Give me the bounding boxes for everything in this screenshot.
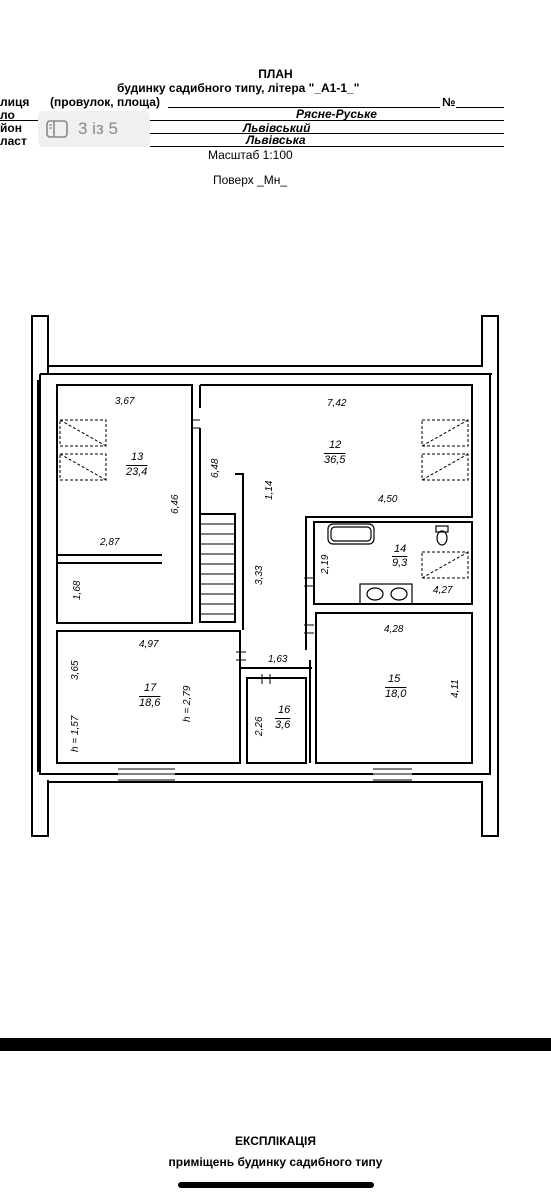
dim-4-97: 4,97 [139,639,159,650]
plan-title: ПЛАН [258,67,293,81]
region-value: Львівська [246,133,306,147]
dim-3-67: 3,67 [115,396,135,407]
district-value: Львівський [243,121,311,135]
district-row-label: йон [0,121,22,135]
dim-4-11: 4,11 [450,679,461,698]
dim-3-33: 3,33 [254,565,265,585]
page-indicator[interactable]: 3 із 5 [38,111,150,147]
room-14-area: 9,3 [392,557,408,569]
street-row-label: лиця [0,95,30,109]
explication-subtitle: приміщень будинку садибного типу [168,1155,383,1169]
dim-6-46: 6,46 [170,494,181,514]
region-row-label: ласт [0,134,27,148]
room-16-number: 16 [278,704,291,716]
village-row-label: ло [0,108,15,122]
floor-prefix: Поверх [213,173,258,187]
village-underline [0,120,504,121]
subtitle-suffix: " [353,81,360,95]
dim-h-2-79: h = 2,79 [182,685,193,722]
dim-2-87: 2,87 [100,537,120,548]
street-row-sub: (провулок, площа) [50,95,160,109]
dim-6-48: 6,48 [210,458,221,478]
dim-7-42: 7,42 [327,398,347,409]
dim-2-26: 2,26 [254,716,265,736]
dim-1-14: 1,14 [264,480,275,500]
number-label: № [442,95,456,109]
room-16-area: 3,6 [275,719,291,731]
room-15-number: 15 [388,673,401,685]
room-13-area: 23,4 [126,466,148,478]
sidebar-icon [46,120,68,138]
room-14-number: 14 [394,543,407,555]
dim-2-19: 2,19 [320,554,331,574]
dim-4-28: 4,28 [384,624,404,635]
region-underline [150,146,504,147]
dim-4-27: 4,27 [433,585,453,596]
scale-label: Масштаб 1:100 [208,148,293,162]
litera-value: _А1-1_ [314,81,354,95]
plan-subtitle: будинку садибного типу, літера "_А1-1_" [117,81,359,95]
floor-label: Поверх _Мн_ [213,173,287,187]
dim-3-65: 3,65 [70,660,81,680]
number-underline [456,107,504,108]
dim-1-63: 1,63 [268,654,288,665]
room-15-area: 18,0 [385,688,407,700]
room-17-area: 18,6 [139,697,161,709]
dim-1-68: 1,68 [72,580,83,600]
subtitle-prefix: будинку садибного типу, літера " [117,81,315,95]
explication-title: ЕКСПЛІКАЦІЯ [235,1134,316,1148]
room-13-number: 13 [131,451,144,463]
page-indicator-text: 3 із 5 [78,119,118,138]
home-indicator[interactable] [178,1182,374,1188]
room-12-area: 36,5 [324,454,346,466]
district-underline [150,133,504,134]
village-value: Рясне-Руське [296,107,377,121]
dim-h-1-57: h = 1,57 [70,715,81,752]
dim-4-50: 4,50 [378,494,398,505]
room-12-number: 12 [329,439,342,451]
page-separator [0,1038,551,1051]
street-underline [168,107,440,108]
room-17-number: 17 [144,682,157,694]
floor-value: _Мн_ [257,173,288,187]
